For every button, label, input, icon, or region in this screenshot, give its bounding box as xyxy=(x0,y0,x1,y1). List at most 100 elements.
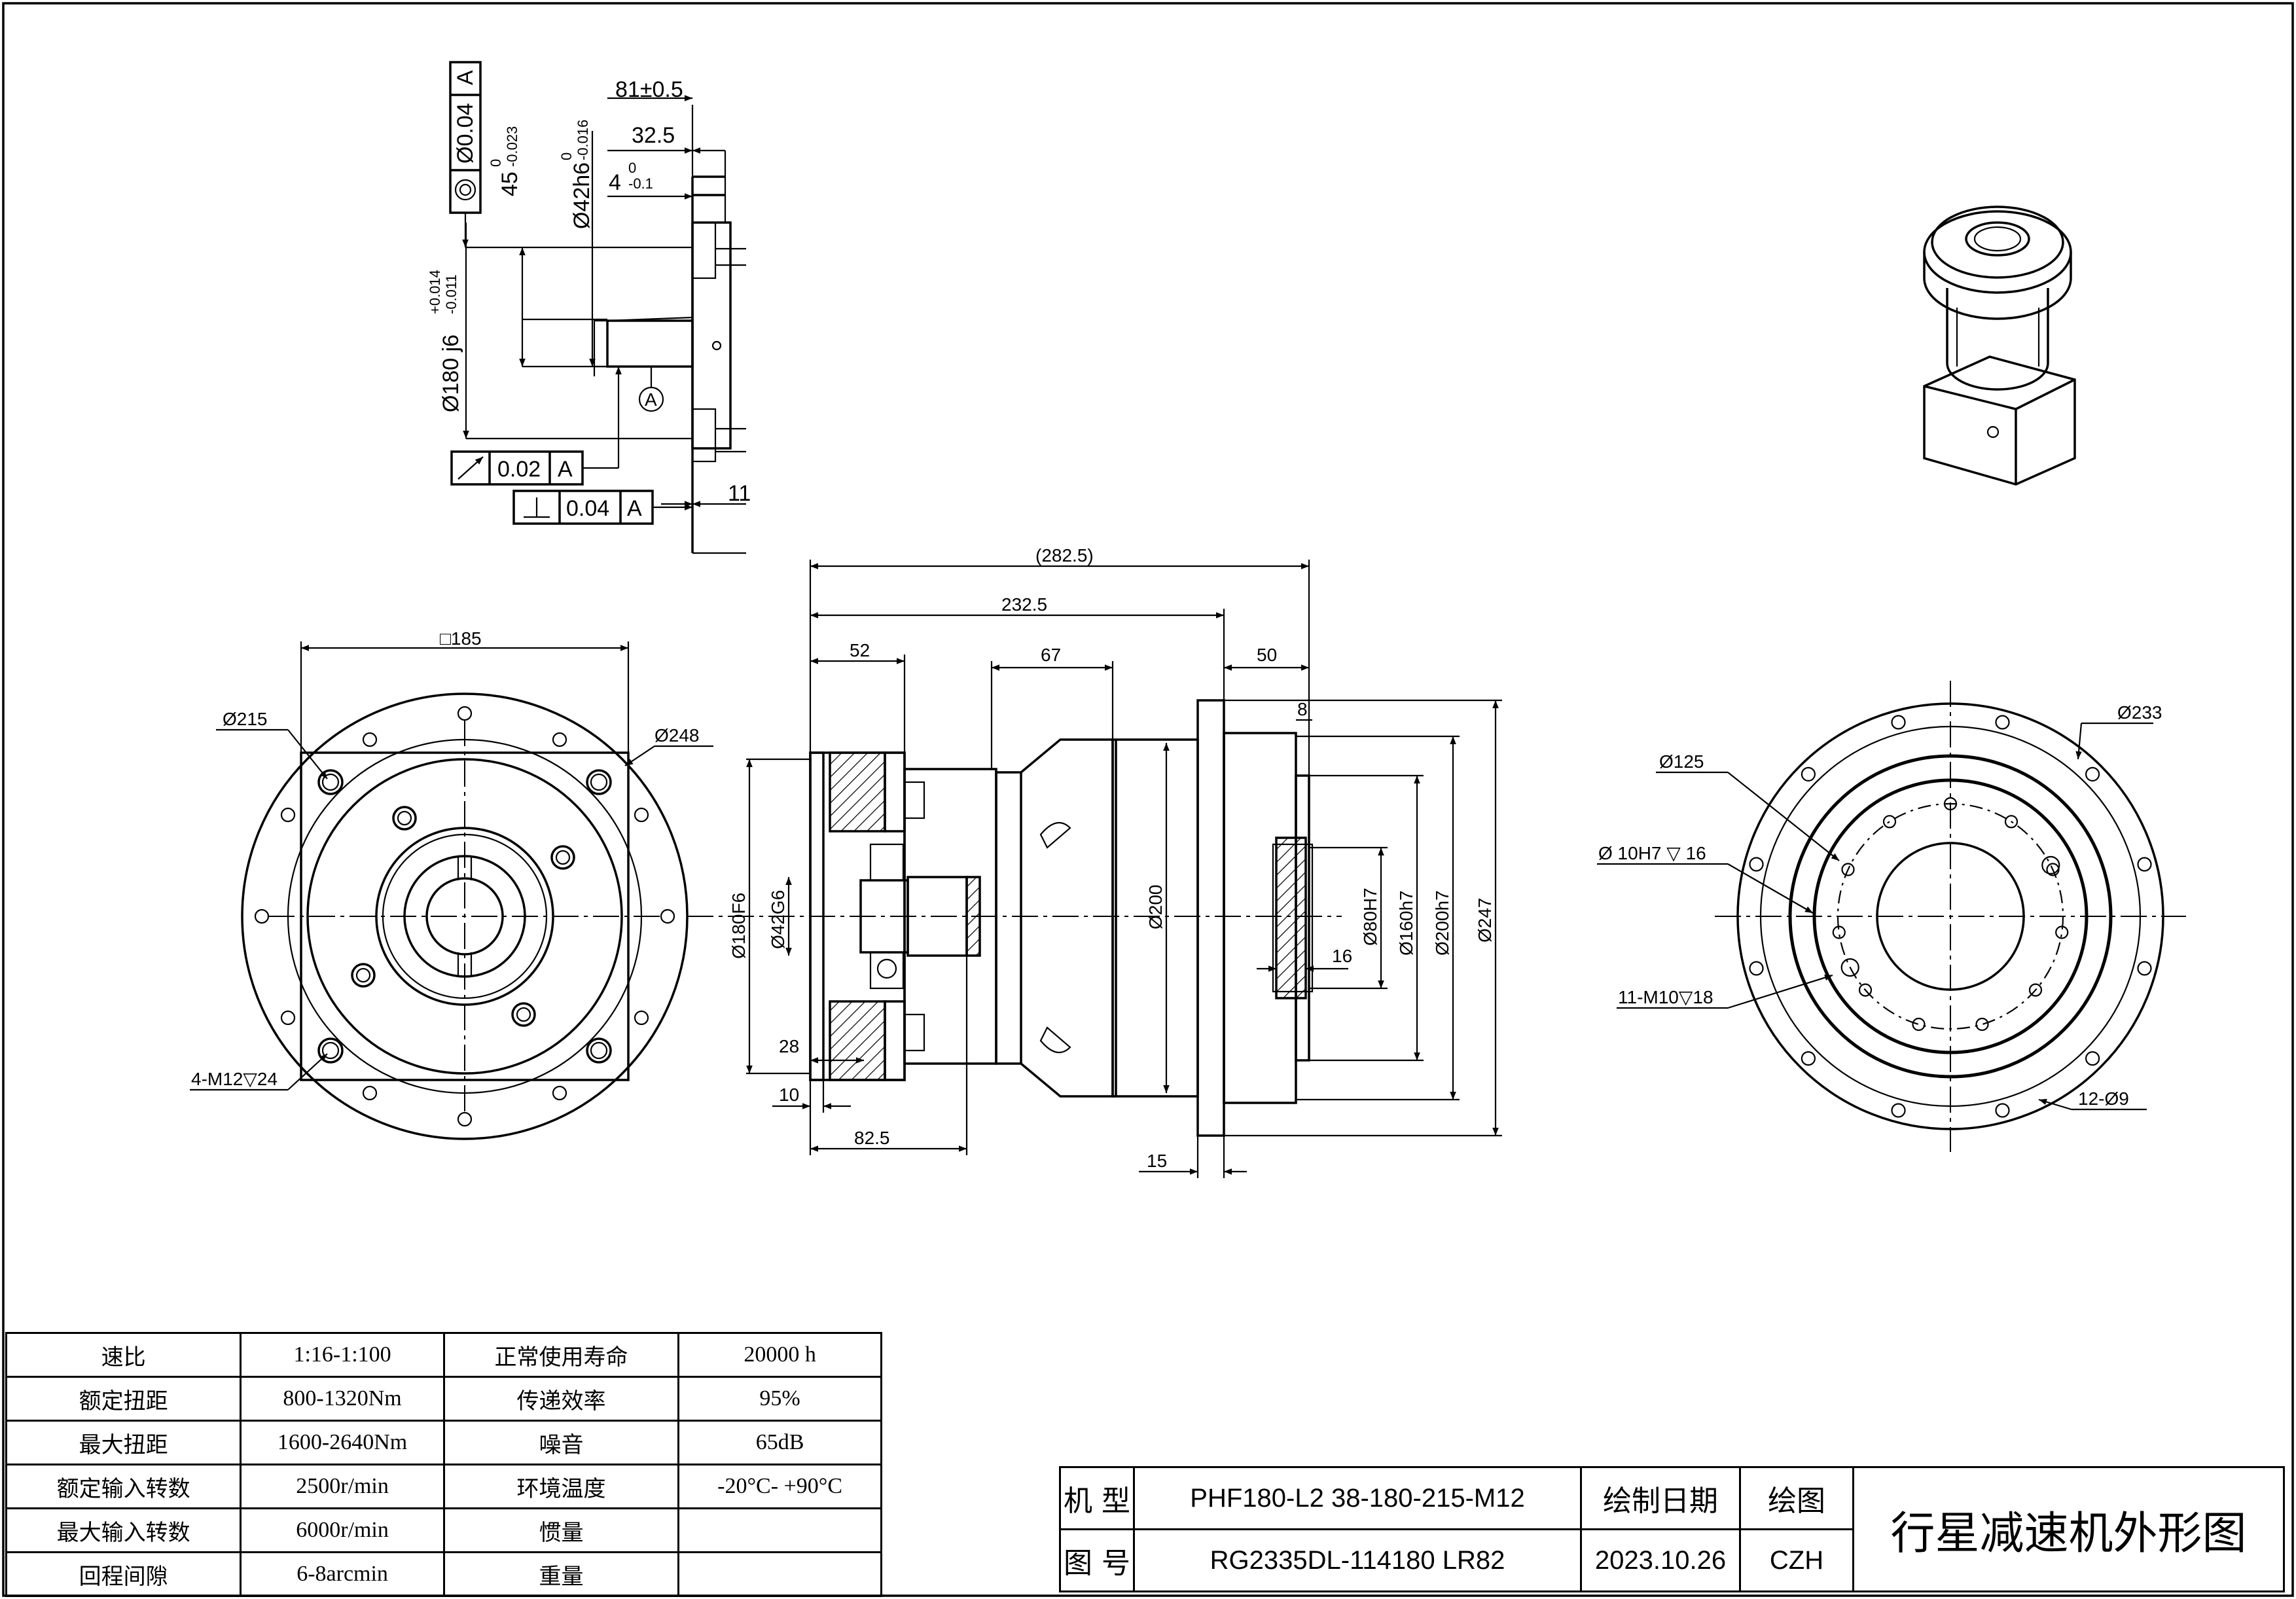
dim-80h7: Ø80H7 xyxy=(1360,888,1380,946)
spec-cell: 800-1320Nm xyxy=(240,1376,445,1422)
dim-160h7: Ø160h7 xyxy=(1396,890,1416,956)
spec-cell: 6000r/min xyxy=(240,1507,445,1553)
outer-bolt-hole xyxy=(1801,1051,1816,1066)
dim-233: Ø233 xyxy=(2117,702,2162,723)
output-flange-front-view xyxy=(1715,681,2186,1152)
spec-cell xyxy=(677,1507,882,1553)
svg-text:A: A xyxy=(558,457,573,482)
dim-4-m12: 4-M12▽24 xyxy=(191,1069,278,1089)
svg-text:-0.011: -0.011 xyxy=(443,274,459,314)
dim-42g6: Ø42G6 xyxy=(768,890,788,949)
dim-180f6: Ø180F6 xyxy=(728,893,749,959)
date-value: 2023.10.26 xyxy=(1580,1528,1741,1592)
drawer-label: 绘图 xyxy=(1739,1466,1854,1530)
spec-cell: 环境温度 xyxy=(442,1464,680,1509)
outer-bolt-hole xyxy=(2137,857,2152,872)
isometric-view xyxy=(1923,206,2076,486)
spec-cell: 20000 h xyxy=(677,1332,882,1378)
drawing-no-value: RG2335DL-114180 LR82 xyxy=(1133,1528,1582,1592)
output-flange-holes xyxy=(1749,715,2152,1118)
dim-11: 11 xyxy=(728,481,751,506)
svg-text:0.02: 0.02 xyxy=(497,457,541,482)
spec-cell: 惯量 xyxy=(442,1507,680,1553)
outer-bolt-hole xyxy=(1995,715,2010,730)
date-label: 绘制日期 xyxy=(1580,1466,1741,1530)
drawing-title: 行星减速机外形图 xyxy=(1852,1466,2285,1592)
middle-dimension-labels: (282.5) 232.5 52 67 50 8 Ø180F6 Ø42G6 Ø2… xyxy=(728,545,1495,1171)
dim-square-185: □185 xyxy=(440,628,482,649)
dim-42h6: Ø42h6 xyxy=(569,162,594,229)
dim-247: Ø247 xyxy=(1475,898,1495,943)
spec-cell: 65dB xyxy=(677,1420,882,1465)
model-label: 机 型 xyxy=(1059,1466,1135,1530)
dim-282-5: (282.5) xyxy=(1035,545,1094,566)
dim-180j6: Ø180 j6 xyxy=(439,334,463,412)
dim-32-5: 32.5 xyxy=(632,123,675,148)
dowel-hole xyxy=(1840,958,1859,977)
spec-cell: 1:16-1:100 xyxy=(240,1332,445,1378)
spec-cell: 额定扭距 xyxy=(5,1376,242,1422)
svg-text:+0.014: +0.014 xyxy=(427,270,443,314)
dim-10: 10 xyxy=(779,1085,799,1105)
svg-text:A: A xyxy=(627,496,642,521)
drawer-value: CZH xyxy=(1739,1528,1854,1592)
outer-bolt-hole xyxy=(2085,1051,2100,1066)
outer-bolt-hole xyxy=(2137,961,2152,976)
svg-text:0: 0 xyxy=(488,159,504,167)
spec-cell: 最大扭距 xyxy=(5,1420,242,1465)
dim-81: 81±0.5 xyxy=(615,77,683,102)
dim-4: 4 xyxy=(609,170,621,195)
output-shaft-view xyxy=(463,95,746,554)
title-block: 机 型 PHF180-L2 38-180-215-M12 绘制日期 绘图 行星减… xyxy=(1059,1466,2285,1592)
outer-bolt-hole xyxy=(1891,1103,1906,1118)
datum-a: A xyxy=(645,389,657,410)
spec-cell: 最大输入转数 xyxy=(5,1507,242,1553)
spec-cell: 速比 xyxy=(5,1332,242,1378)
tolerance-frames: A Ø0.04 A 0.02 A 0.04 A xyxy=(449,61,692,525)
dim-28: 28 xyxy=(779,1036,799,1056)
side-section-view xyxy=(687,560,1502,1178)
dim-248: Ø248 xyxy=(655,725,700,746)
svg-text:0.04: 0.04 xyxy=(566,496,609,521)
dim-12-d9: 12-Ø9 xyxy=(2078,1088,2129,1109)
top-dimension-labels: 81±0.5 32.5 4 0 -0.1 45 0 -0.023 Ø42h6 0… xyxy=(427,77,751,506)
spec-cell: 回程间隙 xyxy=(5,1551,242,1597)
dim-50: 50 xyxy=(1257,645,1277,665)
dim-15: 15 xyxy=(1147,1151,1167,1171)
dim-200h7: Ø200h7 xyxy=(1432,890,1452,956)
dim-82-5: 82.5 xyxy=(854,1128,890,1148)
dim-232-5: 232.5 xyxy=(1001,594,1047,615)
spec-cell: 正常使用寿命 xyxy=(442,1332,680,1378)
spec-cell: 2500r/min xyxy=(240,1464,445,1509)
spec-cell: 重量 xyxy=(442,1551,680,1597)
input-flange-front-view xyxy=(190,641,713,1140)
outer-bolt-hole xyxy=(1801,766,1816,782)
m10-tapped-hole xyxy=(1882,815,1897,829)
svg-text:Ø0.04: Ø0.04 xyxy=(453,103,478,164)
m10-tapped-hole xyxy=(2028,983,2043,997)
spec-cell: 噪音 xyxy=(442,1420,680,1465)
dim-45: 45 xyxy=(497,171,522,196)
left-dimension-labels: □185 Ø215 Ø248 4-M12▽24 xyxy=(191,628,700,1089)
dim-125: Ø125 xyxy=(1659,751,1704,772)
outer-bolt-hole xyxy=(2085,766,2100,782)
m10-tapped-hole xyxy=(1841,863,1855,876)
outer-bolt-hole xyxy=(1891,715,1906,730)
dim-67: 67 xyxy=(1041,645,1061,665)
spec-cell xyxy=(677,1551,882,1597)
spec-cell: 6-8arcmin xyxy=(240,1551,445,1597)
outer-bolt-hole xyxy=(1749,857,1764,872)
svg-text:A: A xyxy=(453,70,478,85)
svg-text:-0.023: -0.023 xyxy=(504,126,520,167)
dim-215: Ø215 xyxy=(223,709,268,729)
m10-tapped-hole xyxy=(1832,925,1846,939)
dim-10h7: Ø 10H7 ▽ 16 xyxy=(1598,843,1706,863)
drawing-no-label: 图 号 xyxy=(1059,1528,1135,1592)
spec-cell: 1600-2640Nm xyxy=(240,1420,445,1465)
